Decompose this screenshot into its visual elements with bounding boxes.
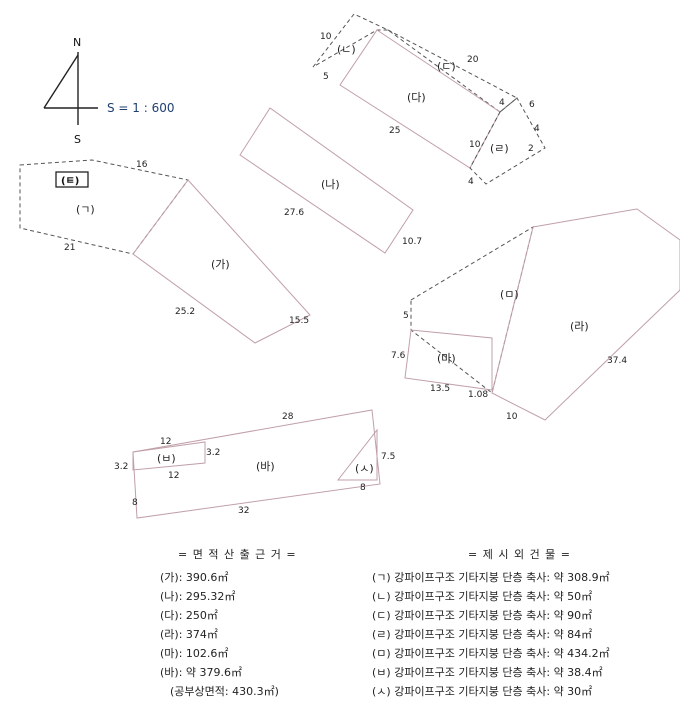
dim-ba-32: 32 xyxy=(238,506,249,516)
building-bieup-outline xyxy=(132,441,206,471)
north-arrow-icon xyxy=(43,52,98,125)
dim-ma-7-6: 7.6 xyxy=(391,351,406,361)
dim-b-3-2a: 3.2 xyxy=(114,462,128,472)
lot-ma-outline xyxy=(404,329,493,391)
building-mieum-label: (ㅁ) xyxy=(500,288,519,301)
building-nieun-label: (ㄴ) xyxy=(337,43,356,56)
dim-r-6: 6 xyxy=(529,100,535,110)
dim-ba-28: 28 xyxy=(282,412,294,422)
dim-ga-15-5: 15.5 xyxy=(289,316,309,326)
dim-na-10-7: 10.7 xyxy=(402,237,422,247)
area-row-ga: (가): 390.6㎡ xyxy=(160,571,229,584)
lot-ga-label: (가) xyxy=(211,258,230,271)
area-row-official: (공부상면적: 430.3㎡) xyxy=(170,685,279,698)
lot-na-label: (나) xyxy=(321,178,340,191)
building-bieup-label: (ㅂ) xyxy=(157,452,176,465)
dim-ga-25-2: 25.2 xyxy=(175,307,195,317)
building-rieul-label: (ㄹ) xyxy=(490,142,509,155)
building-digeut-outline xyxy=(387,29,518,113)
dim-ra-37-4: 37.4 xyxy=(607,356,627,366)
area-row-ba: (바): 약 379.6㎡ xyxy=(160,666,243,679)
building-giyeok-outline xyxy=(19,159,189,255)
boxed-building-label: (ㅌ) xyxy=(61,176,79,187)
dim-b-12b: 12 xyxy=(168,471,179,481)
building-digeut-label: (ㄷ) xyxy=(437,60,456,73)
building-legend-title: = 제 시 외 건 물 = xyxy=(468,548,572,561)
dim-g-16: 16 xyxy=(136,160,148,170)
dim-s-8: 8 xyxy=(360,483,366,493)
dim-d-20: 20 xyxy=(467,55,479,65)
building-row-nieun: (ㄴ) 강파이프구조 기타지붕 단층 축사: 약 50㎡ xyxy=(372,590,593,603)
building-row-giyeok: (ㄱ) 강파이프구조 기타지붕 단층 축사: 약 308.9㎡ xyxy=(372,571,610,584)
dim-s-7-5: 7.5 xyxy=(381,452,395,462)
area-legend-title: = 면 적 산 출 근 거 = xyxy=(178,548,297,561)
dim-r-2: 2 xyxy=(528,144,534,154)
building-row-bieup: (ㅂ) 강파이프구조 기타지붕 단층 축사: 약 38.4㎡ xyxy=(372,666,603,679)
dim-da-10: 10 xyxy=(469,140,481,150)
dim-ra-10: 10 xyxy=(506,412,518,422)
dim-n-10: 10 xyxy=(320,32,332,42)
area-row-da: (다): 250㎡ xyxy=(160,609,218,622)
dim-r-4: 4 xyxy=(534,124,540,134)
dim-b-3-2b: 3.2 xyxy=(206,448,220,458)
dim-m-5: 5 xyxy=(403,311,409,321)
area-row-ra: (라): 374㎡ xyxy=(160,628,218,641)
dim-g-21: 21 xyxy=(64,243,75,253)
building-nieun-outline xyxy=(312,13,389,68)
lot-ga-outline xyxy=(132,179,311,344)
dim-ma-1-08: 1.08 xyxy=(468,390,488,400)
building-row-siot: (ㅅ) 강파이프구조 기타지붕 단층 축사: 약 30㎡ xyxy=(372,685,593,698)
lot-da-label: (다) xyxy=(407,91,426,104)
dim-da-4b: 4 xyxy=(468,177,474,187)
boxed-label-frame xyxy=(55,171,89,188)
building-rieul-outline xyxy=(469,97,546,185)
dim-na-27-6: 27.6 xyxy=(284,208,304,218)
building-row-rieul: (ㄹ) 강파이프구조 기타지붕 단층 축사: 약 84㎡ xyxy=(372,628,593,641)
building-giyeok-label: (ㄱ) xyxy=(76,203,95,216)
dim-da-25: 25 xyxy=(389,126,400,136)
dim-b-12a: 12 xyxy=(160,437,171,447)
area-row-na: (나): 295.32㎡ xyxy=(160,590,236,603)
building-siot-label: (ㅅ) xyxy=(355,462,374,475)
lot-ra-label: (라) xyxy=(570,320,589,333)
scale-label: S = 1 : 600 xyxy=(107,101,175,115)
dim-n-5: 5 xyxy=(323,72,329,82)
building-siot-outline xyxy=(336,428,378,481)
lot-ra-outline xyxy=(491,208,680,421)
south-label: S xyxy=(74,133,81,146)
building-row-digeut: (ㄷ) 강파이프구조 기타지붕 단층 축사: 약 90㎡ xyxy=(372,609,593,622)
dim-ma-13-5: 13.5 xyxy=(430,384,450,394)
dim-ba-8: 8 xyxy=(132,498,138,508)
lot-ma-label: (마) xyxy=(437,352,456,365)
building-mieum-outline xyxy=(410,225,534,394)
area-row-ma: (마): 102.6㎡ xyxy=(160,647,229,660)
lot-na-outline xyxy=(239,107,414,254)
lot-ba-outline xyxy=(132,409,381,519)
north-label: N xyxy=(73,36,81,49)
lot-ba-label: (바) xyxy=(256,460,275,473)
dim-da-4a: 4 xyxy=(499,98,505,108)
excluded-buildings-legend: = 제 시 외 건 물 = (ㄱ) 강파이프구조 기타지붕 단층 축사: 약 3… xyxy=(372,545,672,701)
area-calculation-legend: = 면 적 산 출 근 거 = (가): 390.6㎡ (나): 295.32㎡… xyxy=(160,545,330,701)
building-row-mieum: (ㅁ) 강파이프구조 기타지붕 단층 축사: 약 434.2㎡ xyxy=(372,647,610,660)
